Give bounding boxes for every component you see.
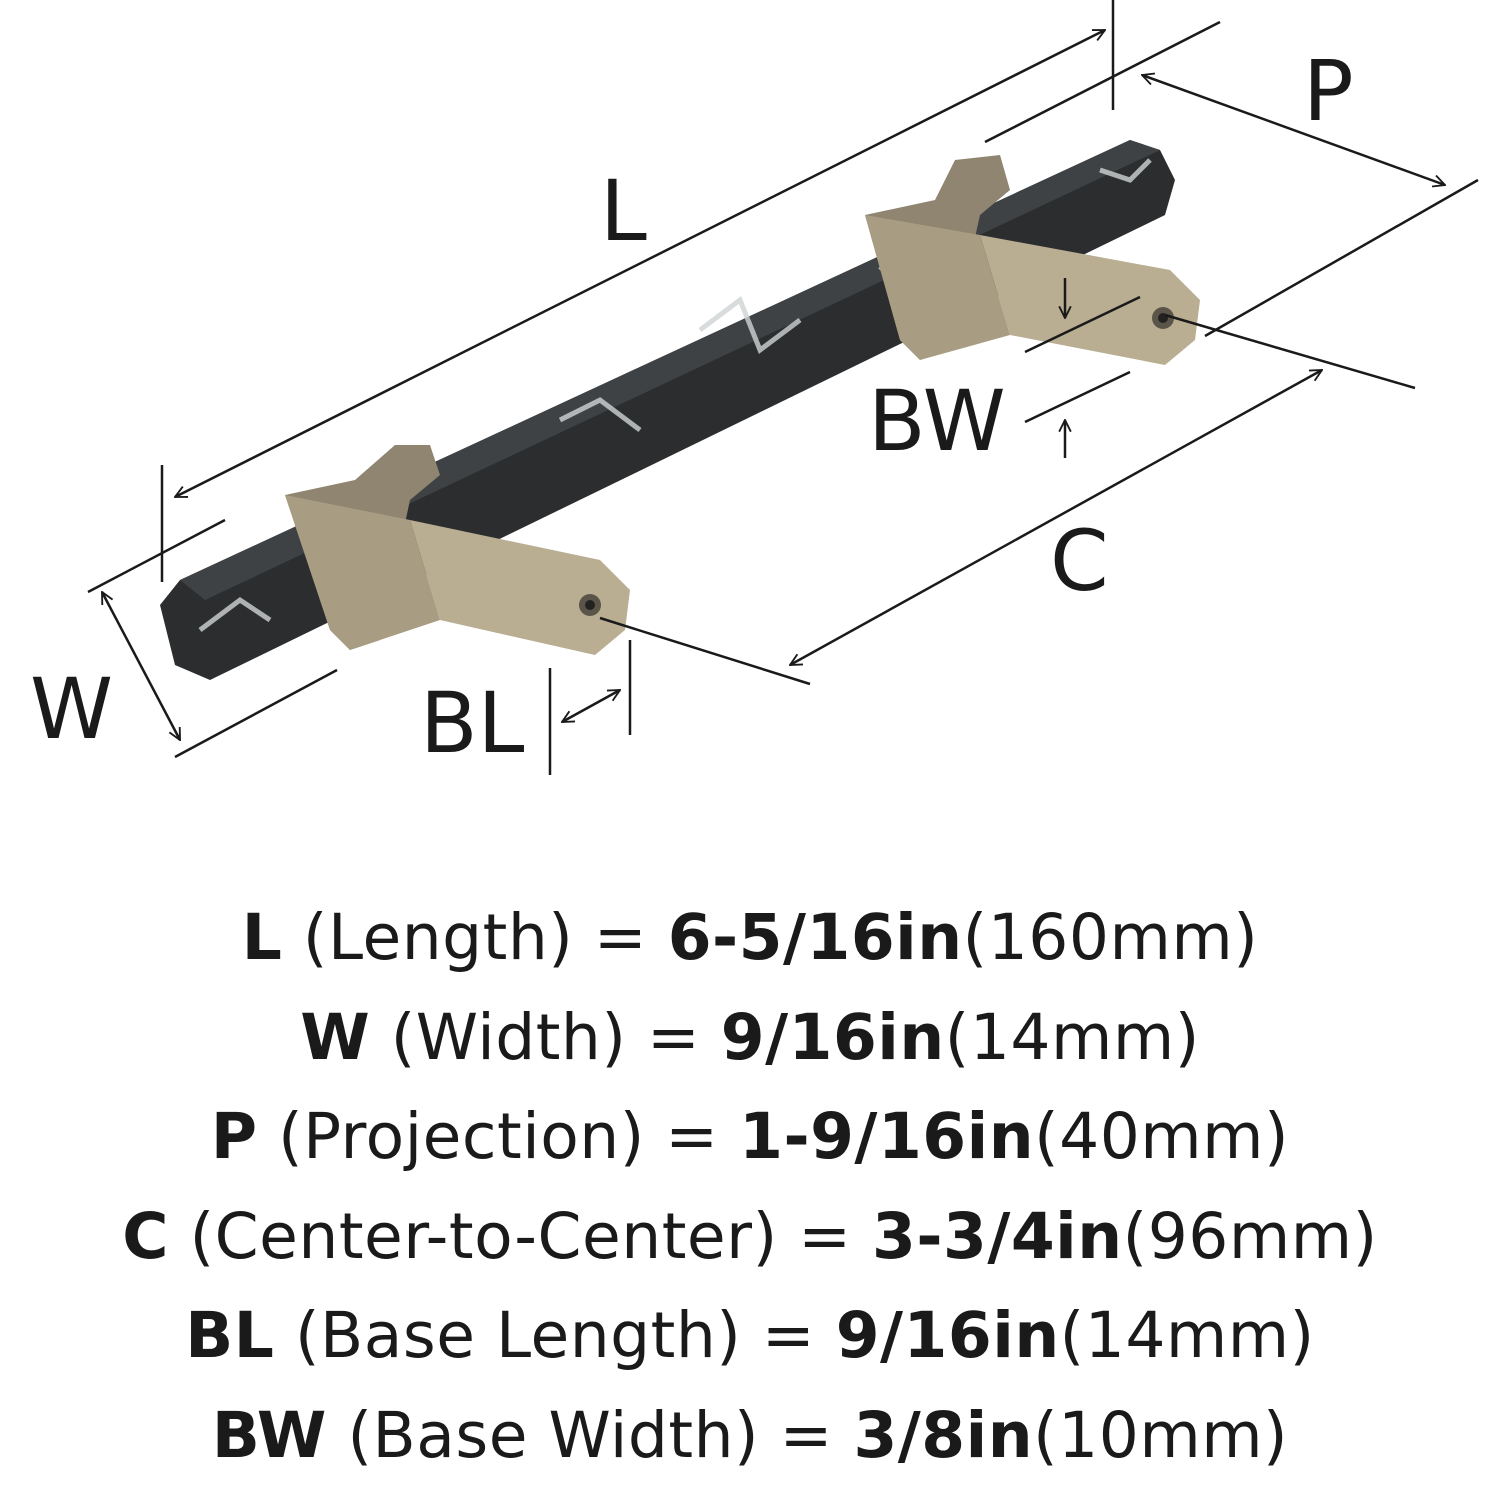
spec-key: W (300, 1001, 370, 1074)
spec-metric: (160mm) (963, 901, 1259, 974)
spec-center-to-center: C (Center-to-Center) = 3-3/4in(96mm) (0, 1187, 1500, 1287)
spec-projection: P (Projection) = 1-9/16in(40mm) (0, 1087, 1500, 1187)
spec-key: C (122, 1200, 169, 1273)
spec-length: L (Length) = 6-5/16in(160mm) (0, 888, 1500, 988)
handle-bar (160, 140, 1175, 680)
label-BW: BW (868, 372, 1006, 470)
spec-desc: (Base Width) = (327, 1399, 854, 1472)
dimension-diagram: L P BW C W BL (0, 0, 1500, 880)
spec-desc: (Width) = (370, 1001, 721, 1074)
spec-metric: (96mm) (1123, 1200, 1378, 1273)
label-P: P (1303, 42, 1354, 140)
spec-desc: (Base Length) = (274, 1299, 835, 1372)
projection-dimension-line (1142, 75, 1445, 185)
spec-desc: (Projection) = (258, 1100, 740, 1173)
spec-desc: (Length) = (282, 901, 667, 974)
label-BL: BL (420, 674, 525, 772)
spec-key: P (211, 1100, 258, 1173)
label-L: L (600, 162, 647, 260)
spec-desc: (Center-to-Center) = (169, 1200, 872, 1273)
spec-key: BL (185, 1299, 274, 1372)
spec-metric: (10mm) (1033, 1399, 1288, 1472)
spec-width: W (Width) = 9/16in(14mm) (0, 988, 1500, 1088)
spec-value: 3-3/4in (872, 1200, 1123, 1273)
spec-base-width: BW (Base Width) = 3/8in(10mm) (0, 1386, 1500, 1485)
spec-value: 1-9/16in (739, 1100, 1034, 1173)
spec-base-length: BL (Base Length) = 9/16in(14mm) (0, 1286, 1500, 1386)
spec-metric: (14mm) (1060, 1299, 1315, 1372)
spec-value: 3/8in (853, 1399, 1033, 1472)
spec-metric: (40mm) (1034, 1100, 1289, 1173)
spec-value: 9/16in (836, 1299, 1060, 1372)
spec-value: 9/16in (721, 1001, 945, 1074)
spec-key: L (242, 901, 283, 974)
label-W: W (30, 660, 113, 758)
base-length-dimension-line (562, 690, 620, 722)
spec-metric: (14mm) (945, 1001, 1200, 1074)
spec-key: BW (212, 1399, 327, 1472)
spec-value: 6-5/16in (668, 901, 963, 974)
label-C: C (1050, 512, 1109, 610)
specifications-list: L (Length) = 6-5/16in(160mm) W (Width) =… (0, 888, 1500, 1485)
